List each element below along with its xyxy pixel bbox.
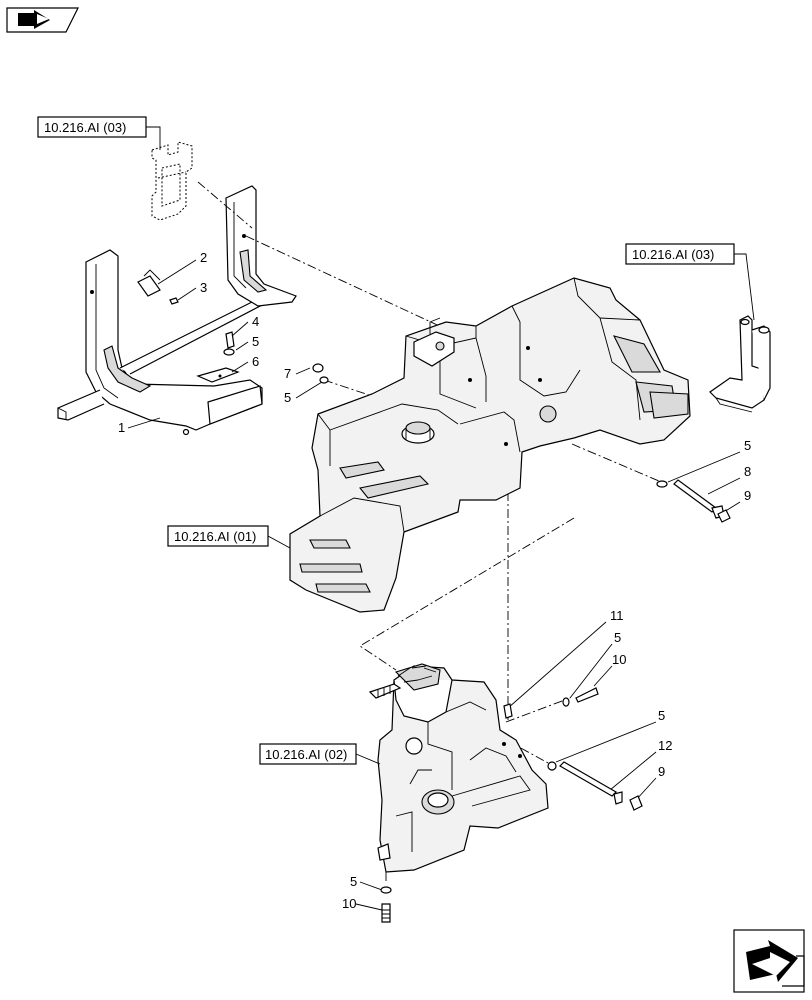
callout-1: 1 (118, 420, 125, 435)
fasteners-mid-left (312, 363, 329, 384)
bracket-right (709, 315, 771, 413)
callout-numbers: 1 2 3 4 5 6 7 5 5 8 9 11 5 10 5 12 9 5 1… (118, 250, 751, 911)
callout-5-c: 5 (744, 438, 751, 453)
callout-10-b: 10 (342, 896, 356, 911)
callout-6: 6 (252, 354, 259, 369)
fasteners-lower (380, 687, 643, 923)
callout-5-e: 5 (658, 708, 665, 723)
fasteners-right (656, 479, 731, 523)
callout-10-a: 10 (612, 652, 626, 667)
reference-box-middle-left[interactable]: 10.216.AI (01) (167, 525, 291, 549)
reference-label: 10.216.AI (01) (174, 529, 256, 544)
next-page-arrow-icon[interactable] (733, 929, 805, 993)
callout-8: 8 (744, 464, 751, 479)
fuel-tank-assembly (289, 277, 691, 613)
callout-2: 2 (200, 250, 207, 265)
callout-5-a: 5 (252, 334, 259, 349)
book-arrow-icon[interactable] (6, 7, 79, 33)
callout-5-d: 5 (614, 630, 621, 645)
callout-7: 7 (284, 366, 291, 381)
reference-box-bottom-left[interactable]: 10.216.AI (02) (259, 743, 381, 765)
callout-12: 12 (658, 738, 672, 753)
callout-9-b: 9 (658, 764, 665, 779)
bracket-phantom (151, 141, 193, 221)
reference-label: 10.216.AI (03) (632, 247, 714, 262)
leader-lines (127, 259, 741, 911)
reference-label: 10.216.AI (02) (265, 747, 347, 762)
callout-3: 3 (200, 280, 207, 295)
callout-4: 4 (252, 314, 259, 329)
callout-5-f: 5 (350, 874, 357, 889)
frame-assembly (57, 181, 297, 436)
lower-tank-assembly (368, 663, 549, 873)
reference-box-top-right[interactable]: 10.216.AI (03) (625, 243, 755, 321)
callout-5-b: 5 (284, 390, 291, 405)
reference-box-top-left[interactable]: 10.216.AI (03) (37, 116, 161, 150)
reference-label: 10.216.AI (03) (44, 120, 126, 135)
callout-11: 11 (610, 608, 624, 623)
callout-9-a: 9 (744, 488, 751, 503)
